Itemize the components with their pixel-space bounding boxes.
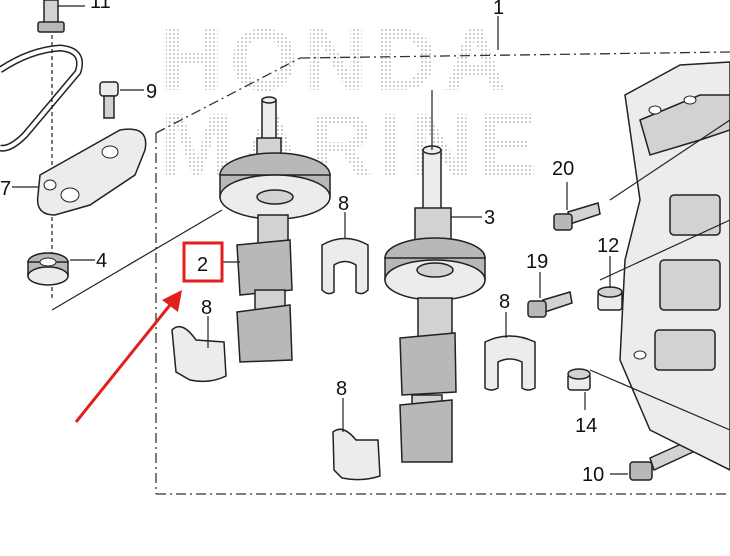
callout-1: 1 bbox=[493, 0, 504, 19]
bearing-8-b bbox=[171, 316, 227, 383]
callout-8a: 8 bbox=[338, 193, 349, 215]
callout-20: 20 bbox=[552, 158, 574, 180]
cylinder-head bbox=[589, 61, 730, 471]
bearing-8-d bbox=[332, 398, 381, 481]
callout-10: 10 bbox=[582, 464, 604, 486]
bolt-10 bbox=[610, 438, 694, 481]
callout-12: 12 bbox=[597, 235, 619, 257]
callout-8d: 8 bbox=[336, 378, 347, 400]
pointer-arrow bbox=[74, 290, 182, 423]
camshaft-2 bbox=[219, 96, 331, 363]
callout-9: 9 bbox=[146, 81, 157, 103]
bolt-11 bbox=[37, 0, 85, 33]
watermark-line2: MARINE bbox=[160, 95, 543, 194]
callout-4: 4 bbox=[96, 250, 107, 272]
bolt-19 bbox=[527, 272, 573, 318]
callout-14: 14 bbox=[575, 415, 597, 437]
watermark: HONDA MARINE bbox=[160, 10, 543, 194]
bracket-7 bbox=[12, 128, 147, 216]
callout-7: 7 bbox=[0, 178, 11, 200]
callout-11: 11 bbox=[90, 0, 111, 13]
watermark-line1: HONDA bbox=[160, 10, 513, 109]
timing-belt bbox=[0, 44, 83, 152]
callout-8c: 8 bbox=[499, 291, 510, 313]
camshaft-3 bbox=[384, 145, 486, 463]
dowel-12 bbox=[597, 256, 623, 311]
bolt-9 bbox=[99, 81, 144, 119]
callout-3: 3 bbox=[484, 207, 495, 229]
bolt-20 bbox=[553, 182, 601, 231]
dowel-14 bbox=[567, 368, 591, 410]
gear-4 bbox=[27, 252, 95, 286]
callout-2-highlight bbox=[182, 241, 224, 283]
bearing-8-c bbox=[484, 312, 536, 391]
callout-2: 2 bbox=[197, 254, 208, 276]
callout-8b: 8 bbox=[201, 297, 212, 319]
bearing-8-a bbox=[321, 212, 369, 295]
callout-19: 19 bbox=[526, 251, 548, 273]
assembly-frame bbox=[155, 51, 730, 495]
